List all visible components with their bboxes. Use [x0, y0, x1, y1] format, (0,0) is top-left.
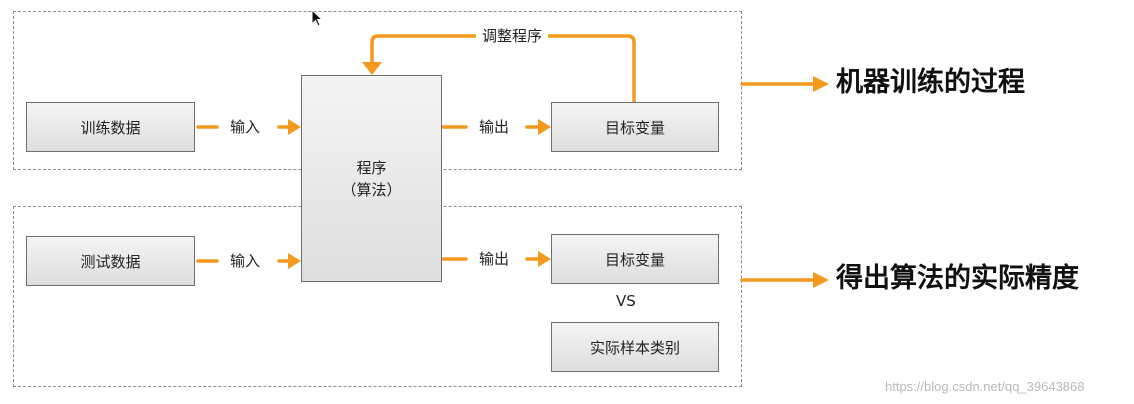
output-top-label: 输出 [479, 118, 510, 136]
output-bottom-label: 输出 [479, 250, 510, 268]
mouse-cursor-icon [311, 9, 324, 27]
program-box: 程序 （算法） [301, 75, 442, 282]
arrowhead-adjust [362, 62, 382, 75]
target-variable-bottom-label: 目标变量 [604, 250, 665, 269]
arrowhead-input-bottom [288, 253, 301, 269]
arrowhead-output-bottom [538, 251, 551, 267]
actual-class-label: 实际样本类别 [589, 338, 680, 357]
arrowhead-input-top [288, 119, 301, 135]
testing-caption: 得出算法的实际精度 [836, 263, 1079, 294]
train-data-label: 训练数据 [80, 118, 141, 137]
arrowhead-training-caption [813, 76, 829, 92]
target-variable-top-box: 目标变量 [551, 102, 719, 152]
program-label-line1: 程序 [356, 158, 387, 177]
target-variable-bottom-box: 目标变量 [551, 234, 719, 284]
training-caption: 机器训练的过程 [836, 67, 1025, 98]
test-data-box: 测试数据 [26, 236, 195, 286]
adjust-program-label: 调整程序 [476, 27, 549, 45]
input-top-label: 输入 [230, 118, 261, 136]
arrowhead-output-top [538, 119, 551, 135]
test-data-label: 测试数据 [80, 252, 141, 271]
vs-label: VS [616, 292, 636, 310]
input-bottom-label: 输入 [230, 252, 261, 270]
program-label-line2: （算法） [341, 180, 402, 199]
target-variable-top-label: 目标变量 [604, 118, 665, 137]
watermark: https://blog.csdn.net/qq_39643868 [885, 379, 1085, 394]
train-data-box: 训练数据 [26, 102, 195, 152]
arrowhead-testing-caption [813, 272, 829, 288]
actual-class-box: 实际样本类别 [551, 322, 719, 372]
